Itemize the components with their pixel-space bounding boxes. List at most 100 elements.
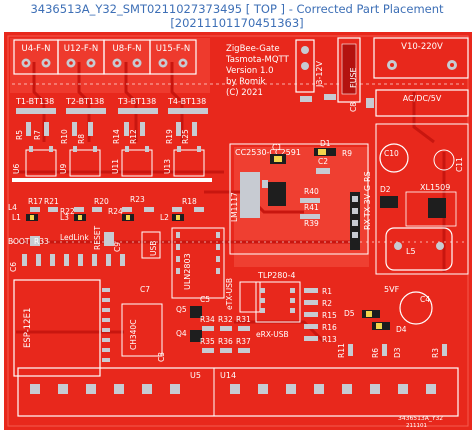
c10-label: C10 <box>384 149 399 158</box>
c9-label: C9 <box>113 242 122 252</box>
acdc-label: AC/DC/5V <box>403 94 442 103</box>
button-row: BOOT R33 LedLink RESET C9 <box>8 226 122 252</box>
terminal-label: U4-F-N <box>21 44 50 54</box>
triac-label: T1-BT138 <box>15 97 54 106</box>
resistor-label: R32 <box>218 315 233 324</box>
triac-labels: T1-BT138 T2-BT138 T3-BT138 T4-BT138 <box>15 97 206 106</box>
resistor-label: R16 <box>322 323 337 332</box>
cc2530-module: CC2530-CC2591 RX-TX-3V-G-RS LM1117 C1 C2… <box>229 143 372 255</box>
esp-label: ESP-12E1 <box>23 308 33 348</box>
resistor-column: R1 R2 R15 R16 R13 <box>304 287 337 344</box>
resistor-label: R18 <box>182 197 197 206</box>
rx-tx-label: RX-TX-3V-G-RS <box>363 171 372 230</box>
d5-label: D5 <box>344 309 355 318</box>
usb-connector: USB <box>141 231 161 259</box>
resistor-label: R7 <box>33 130 42 140</box>
reset-button <box>104 232 114 246</box>
resistor-label: R19 <box>165 129 174 144</box>
pcb-board: U4-F-N U12-F-N U8-F-N U15-F-N ZigBee-Gat… <box>4 32 472 430</box>
resistor-label: R2 <box>322 299 332 308</box>
terminal-pads <box>21 58 188 68</box>
resistor-label: R35 <box>200 337 215 346</box>
d3-label: D3 <box>393 347 402 358</box>
small-caps-near-j3 <box>300 94 336 102</box>
5vf-label: 5VF <box>384 285 400 294</box>
ams-label: LM1117 <box>230 192 239 222</box>
resistor-label: R37 <box>236 337 251 346</box>
resistor-label: R20 <box>94 197 109 206</box>
usb-tx-rx: eTX-USB eRX-USB <box>225 278 289 339</box>
rx-usb-label: eRX-USB <box>256 330 289 339</box>
boot-button <box>30 236 40 246</box>
reset-button-label: RESET <box>93 226 102 250</box>
triac-label: T4-BT138 <box>167 97 206 106</box>
d1-diode: D1 R9 <box>314 139 352 158</box>
uln-label: ULN2803 <box>183 253 192 290</box>
tlp-label: TLP280-4 <box>257 271 295 280</box>
mid-resistor-grid: R17 R21 R20 R23 R18 R22 R24 L1 L3 L4 L2 <box>8 195 204 222</box>
title-line: ZigBee-Gate <box>226 44 280 54</box>
resistor-cluster: R34 R32 R31 R35 R36 R37 <box>200 315 251 353</box>
ledlink-label: LedLink <box>60 233 89 242</box>
power-terminal-label: V10-220V <box>401 42 443 52</box>
d2-label: D2 <box>380 185 391 194</box>
board-code-label: 3436513A_Y32 <box>398 415 443 422</box>
resistor-label: R10 <box>60 129 69 144</box>
esp12-module: ESP-12E1 <box>13 279 110 377</box>
acdc-module: AC/DC/5V C8 <box>349 89 469 117</box>
resistor-label: R21 <box>44 197 59 206</box>
u5-label: U5 <box>190 371 201 380</box>
resistor-label: R3 <box>431 348 440 358</box>
ch340-label: CH340C <box>129 320 138 350</box>
terminal-label: U15-F-N <box>156 44 190 54</box>
u14-label: U14 <box>220 371 236 380</box>
small-resistor-row: C6 <box>9 254 125 272</box>
terminal-power: V10-220V <box>373 37 469 79</box>
boot-button-label: BOOT <box>8 237 30 246</box>
resistor-row-top: R5 R7 R10 R8 R14 R12 R19 R25 <box>15 122 197 144</box>
resistor-label: R14 <box>112 129 121 144</box>
title-line: (C) 2021 <box>226 88 263 98</box>
fuse-label: FUSE <box>349 67 358 88</box>
resistor-label: R34 <box>200 315 215 324</box>
c6-label: C6 <box>9 262 18 272</box>
resistor-label: R31 <box>236 315 251 324</box>
title-line: Tasmota-MQTT <box>225 55 290 65</box>
resistor-label: R17 <box>28 197 43 206</box>
resistor-label: R24 <box>108 207 123 216</box>
opto-label: U6 <box>12 164 21 174</box>
resistor-label: R8 <box>77 134 86 144</box>
l5-label: L5 <box>406 247 416 256</box>
resistor-label: R11 <box>337 343 346 358</box>
bottom-right-resistors: R11 R6 R3 D3 <box>337 343 447 358</box>
opto-label: U13 <box>163 159 172 174</box>
j3-connector: J3-12V <box>295 39 324 93</box>
opto-label: U9 <box>59 164 68 174</box>
resistor-label: R15 <box>322 311 337 320</box>
title-line: Version 1.0 <box>226 66 273 76</box>
ch340-chip: C7 CH340C <box>121 285 163 357</box>
c1-label: C1 <box>272 143 282 152</box>
silk-divider <box>12 178 212 182</box>
document-title: 3436513A_Y32_SMT0211027373495 [ TOP ] - … <box>30 2 444 16</box>
document-timestamp: [20211101170451363] <box>170 16 304 30</box>
terminal-block-group: U4-F-N U12-F-N U8-F-N U15-F-N <box>13 39 197 75</box>
resistor-label: R5 <box>15 130 24 140</box>
r41-label: R41 <box>304 203 319 212</box>
r39-label: R39 <box>304 219 319 228</box>
tx-usb-label: eTX-USB <box>225 278 234 310</box>
title-block: ZigBee-Gate Tasmota-MQTT Version 1.0 by … <box>225 44 290 98</box>
q4-label: Q4 <box>176 329 187 338</box>
xl1509-label: XL1509 <box>420 183 450 192</box>
r40-label: R40 <box>304 187 319 196</box>
d1-label: D1 <box>320 139 331 148</box>
tlp280-chip: TLP280-4 <box>255 271 301 323</box>
resistor-label: R1 <box>322 287 332 296</box>
board-date-label: 211101 <box>406 423 427 429</box>
usb-label: USB <box>149 241 158 256</box>
led-label: L1 <box>12 213 21 222</box>
resistor-label: R12 <box>129 129 138 144</box>
resistor-label: R13 <box>322 335 337 344</box>
c5-label: C5 <box>200 295 210 304</box>
terminal-label: U12-F-N <box>64 44 98 54</box>
